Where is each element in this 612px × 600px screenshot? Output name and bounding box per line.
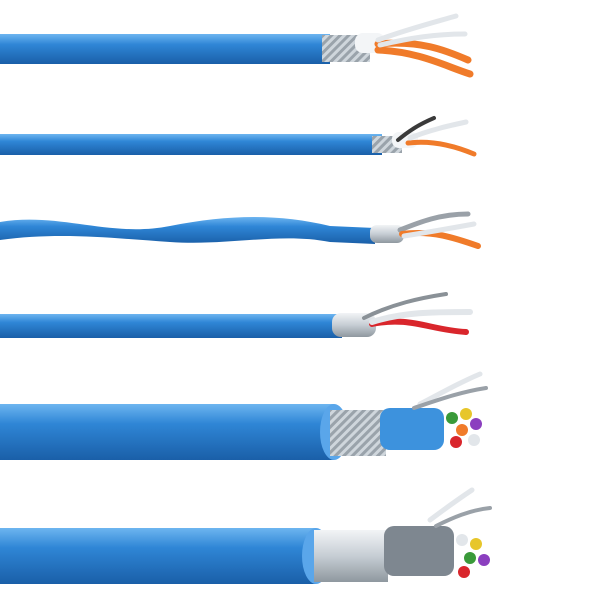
cable-5-lead-wire-1: [417, 371, 483, 407]
cable-2-orange-wire: [405, 139, 477, 157]
cable-3-grey-wire: [397, 211, 471, 233]
cable-6-conductor-ends: [456, 534, 490, 578]
cable-4-jacket: [0, 314, 342, 338]
cable-1-jacket: [0, 34, 330, 64]
cable-4: [0, 292, 473, 338]
cable-5: [0, 371, 488, 460]
cable-5-conductor-ends: [446, 408, 482, 448]
cable-2-jacket: [0, 134, 382, 155]
cable-1-orange-wire-2: [374, 46, 474, 78]
cable-6-jacket: [0, 528, 316, 584]
cable-4-white-wire: [369, 309, 473, 325]
cable-6-shield: [314, 530, 388, 582]
cable-2-white-wire: [407, 119, 469, 141]
cable-2: [0, 116, 477, 157]
cable-2-black-wire: [396, 116, 436, 142]
cable-5-jacket: [0, 404, 334, 460]
cable-3-white-wire: [401, 221, 477, 239]
cable-6-lead-wire-1: [427, 487, 475, 523]
cable-6-lead-wire-2: [434, 506, 492, 528]
cable-4-red-wire: [369, 318, 469, 335]
cable-6-pairs-bundle: [384, 526, 454, 576]
cable-3-foil: [370, 225, 404, 243]
cable-1-white-wire-2: [377, 31, 468, 48]
cable-3: [0, 211, 481, 249]
cable-6: [0, 487, 492, 584]
cable-5-pairs-bundle: [380, 408, 444, 450]
cable-1: [0, 13, 474, 78]
cable-1-white-wire: [375, 13, 459, 43]
cable-4-grey-wire: [362, 292, 448, 320]
cable-5-lead-wire-2: [412, 386, 488, 410]
cable-5-braid: [330, 410, 386, 456]
cable-3-jacket: [0, 217, 375, 244]
